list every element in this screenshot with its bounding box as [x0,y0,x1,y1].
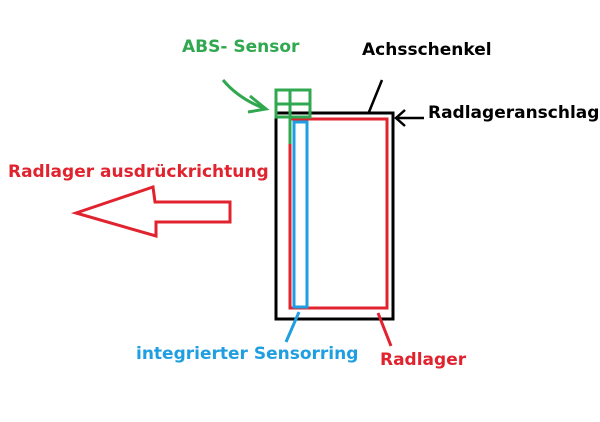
radlageranschlag-label: Radlageranschlag [428,103,600,123]
achsschenkel-outline [274,111,395,321]
achsschenkel-label: Achsschenkel [362,40,492,60]
radlager-label: Radlager [380,350,467,370]
abs-sensor-pointer [221,79,264,110]
sensorring-outline [292,120,309,309]
sensorring-pointer [284,311,301,343]
abs-sensor-pointer-head [247,94,270,114]
abs-sensor-label: ABS- Sensor [182,37,300,57]
ausdrueckrichtung-label: Radlager ausdrückrichtung [8,162,269,182]
achsschenkel-pointer [367,79,384,113]
sensorring-label: integrierter Sensorring [136,344,359,364]
ausdrueck-arrow [70,184,232,238]
anschlag-pointer-head [394,109,406,127]
radlager-pointer [376,312,393,347]
radlager-outline [288,117,389,310]
